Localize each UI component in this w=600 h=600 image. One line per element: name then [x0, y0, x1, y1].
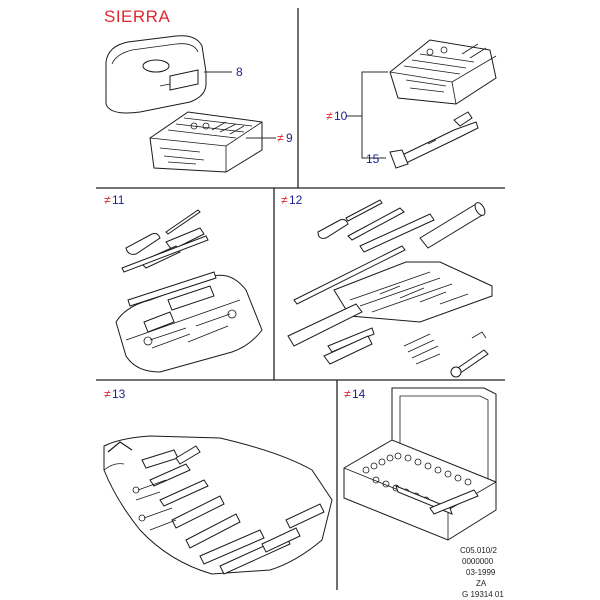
tool-tray-with-tools-illustration: [389, 39, 497, 105]
tool-kit-12-illustration: [287, 199, 493, 378]
catalogue-stamp: C05.010/2 0000000 03-1999 ZA G 19314 01: [460, 546, 504, 599]
change-mark-12: ≠: [281, 193, 288, 207]
stamp-line-5: G 19314 01: [462, 590, 504, 599]
callout-12: 12: [289, 193, 303, 207]
stamp-line-3: 03-1999: [466, 568, 496, 577]
callout-13: 13: [112, 387, 126, 401]
stamp-line-4: ZA: [476, 579, 487, 588]
change-mark-13: ≠: [104, 387, 111, 401]
change-mark-9: ≠: [277, 131, 284, 145]
change-mark-10: ≠: [326, 109, 333, 123]
change-mark-11: ≠: [104, 193, 111, 207]
tool-case-lid-illustration: [105, 35, 207, 114]
callout-11: 11: [112, 193, 125, 207]
stamp-line-2: 0000000: [462, 557, 494, 566]
tool-roll-13-illustration: [103, 435, 333, 575]
callout-8: 8: [236, 65, 243, 79]
jack-handle-wrench-illustration: [389, 111, 479, 169]
socket-set-case-illustration: [343, 387, 497, 541]
tool-kit-11-illustration: [115, 209, 263, 373]
stamp-line-1: C05.010/2: [460, 546, 497, 555]
panel-dividers: [96, 8, 505, 590]
callout-10: 10: [334, 109, 348, 123]
callout-9: 9: [286, 131, 293, 145]
callout-15: 15: [366, 152, 380, 166]
tool-tray-insert-illustration: [149, 111, 263, 173]
change-mark-14: ≠: [344, 387, 351, 401]
diagram-title: SIERRA: [104, 7, 170, 26]
callout-14: 14: [352, 387, 366, 401]
